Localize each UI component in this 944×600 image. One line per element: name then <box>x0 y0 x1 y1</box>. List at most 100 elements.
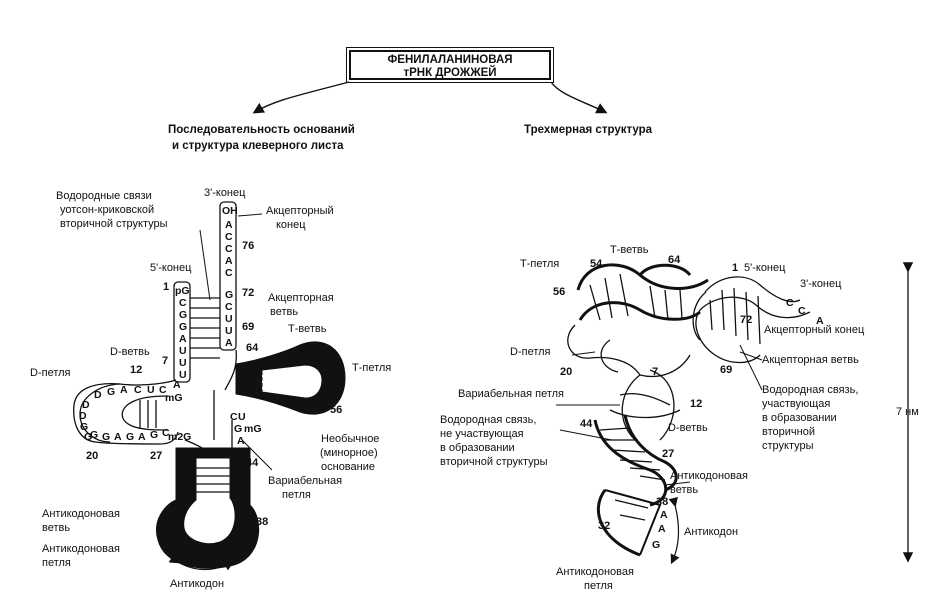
base-dside-2: G <box>80 421 89 433</box>
base-acc-7: C <box>225 301 233 313</box>
base-dbot-6: C <box>162 427 170 439</box>
base-mg1: mG <box>165 392 183 404</box>
acceptor-end-line1: Акцепторный <box>266 205 334 217</box>
anticodon-stem-line1: Антикодоновая <box>42 508 120 520</box>
num-20: 20 <box>86 450 99 462</box>
base-five-0: pG <box>175 285 190 297</box>
r-base-ac-2: G <box>652 539 661 551</box>
acceptor-stem-line2: ветвь <box>270 306 299 318</box>
r-num-54: 54 <box>590 258 603 270</box>
r-anticodon: Антикодон <box>684 526 739 538</box>
r-size: 7 нм <box>896 406 919 418</box>
base-mg2: mG <box>244 423 262 435</box>
r-num-72: 72 <box>740 314 753 326</box>
anticodon-label: Антикодон <box>170 578 225 590</box>
three-prime-label: 3'-конец <box>204 187 246 199</box>
r-base-acc-2: A <box>816 315 824 327</box>
t-loop-label: Т-петля <box>352 362 392 374</box>
r-t-stem: Т-ветвь <box>610 244 649 256</box>
r-acceptor-end: Акцепторный конец <box>764 324 865 336</box>
anticodon-stem-line2: ветвь <box>42 522 71 534</box>
arrow-to-right <box>550 81 608 114</box>
r-base-acc-0: C <box>786 297 794 309</box>
r-num-56: 56 <box>553 286 566 298</box>
r-three-prime: 3'-конец <box>800 278 842 290</box>
r-hbond-yes-line1: Водородная связь, <box>762 384 859 396</box>
tertiary-structure <box>567 263 811 557</box>
base-five-1: C <box>179 297 187 309</box>
r-anticodon-loop-line1: Антикодоновая <box>556 566 634 578</box>
right-heading: Трехмерная структура <box>524 124 653 136</box>
num-64: 64 <box>246 342 259 354</box>
five-prime-label: 5'-конец <box>150 262 192 274</box>
title-box: ФЕНИЛАЛАНИНОВАЯ тРНК ДРОЖЖЕЙ <box>346 47 554 83</box>
r-anticodon-stem-line2: ветвь <box>670 484 699 496</box>
num-56: 56 <box>330 404 343 416</box>
r-base-acc-1: C <box>798 305 806 317</box>
base-acc-2: C <box>225 231 233 243</box>
base-five-2: G <box>179 309 188 321</box>
anticodon-arrow <box>168 553 235 571</box>
r-num-32: 32 <box>598 520 611 532</box>
num-38: 38 <box>256 516 269 528</box>
base-dtop-3: C <box>134 384 142 396</box>
base-dside-0: D <box>82 399 90 411</box>
base-acc-0: OH <box>222 205 238 217</box>
base-acc-1: A <box>225 219 233 231</box>
base-dbot-2: A <box>114 431 122 443</box>
r-anticodon-stem-line1: Антикодоновая <box>670 470 748 482</box>
base-u1: U <box>238 411 246 423</box>
r-base-ac-0: A <box>660 509 668 521</box>
left-heading-line1: Последовательность оснований <box>168 124 355 136</box>
left-heading-line2: и структура клеверного листа <box>172 140 344 152</box>
base-dtop-4: U <box>147 384 155 396</box>
num-12: 12 <box>130 364 143 376</box>
base-a1: A <box>173 379 181 391</box>
base-acc-3: C <box>225 243 233 255</box>
t-stem-label: Т-ветвь <box>288 323 327 335</box>
wc-label-line2: уотсон-криковской <box>60 204 155 216</box>
base-acc-4: A <box>225 255 233 267</box>
base-acc-8: U <box>225 313 233 325</box>
r-num-7: 7 <box>652 366 659 378</box>
num-7: 7 <box>162 355 169 367</box>
r-hbond-yes-line2: участвующая <box>762 398 831 410</box>
r-d-stem: D-ветвь <box>668 422 708 434</box>
d-stem-label: D-ветвь <box>110 346 150 358</box>
num-76: 76 <box>242 240 255 252</box>
r-variable-loop: Вариабельная петля <box>458 388 564 400</box>
variable-line2: петля <box>282 489 311 501</box>
title-line2: тРНК ДРОЖЖЕЙ <box>403 67 497 79</box>
base-dbot-0: G <box>90 429 99 441</box>
base-five-7: U <box>179 369 187 381</box>
r-hbond-not-line3: в образовании <box>440 442 515 454</box>
unusual-line2: (минорное) <box>320 447 378 459</box>
num-44: 44 <box>246 457 259 469</box>
num-27: 27 <box>150 450 163 462</box>
base-dtop-1: G <box>107 386 116 398</box>
base-c1: C <box>230 411 238 423</box>
r-num-27: 27 <box>662 448 675 460</box>
right-leaders <box>556 344 763 486</box>
r-acceptor-stem: Акцепторная ветвь <box>762 354 859 366</box>
left-leaders <box>199 213 345 471</box>
arrow-to-left <box>252 81 350 114</box>
variable-line1: Вариабельная <box>268 475 343 487</box>
r-hbond-not-line2: не участвующая <box>440 428 524 440</box>
cloverleaf <box>73 201 237 451</box>
d-loop-label: D-петля <box>30 367 71 379</box>
base-dbot-1: G <box>102 431 111 443</box>
base-acc-10: A <box>225 337 233 349</box>
base-five-6: U <box>179 357 187 369</box>
wc-label-line3: вторичной структуры <box>60 218 168 230</box>
r-hbond-yes-line4: вторичной <box>762 426 815 438</box>
num-1: 1 <box>163 281 170 293</box>
base-five-4: A <box>179 333 187 345</box>
wc-label-line1: Водородные связи <box>56 190 152 202</box>
base-dbot-3: G <box>126 431 135 443</box>
base-acc-9: U <box>225 325 233 337</box>
r-num-38: 38 <box>656 496 669 508</box>
anticodon-arm <box>156 447 260 569</box>
base-a2: A <box>237 435 245 447</box>
